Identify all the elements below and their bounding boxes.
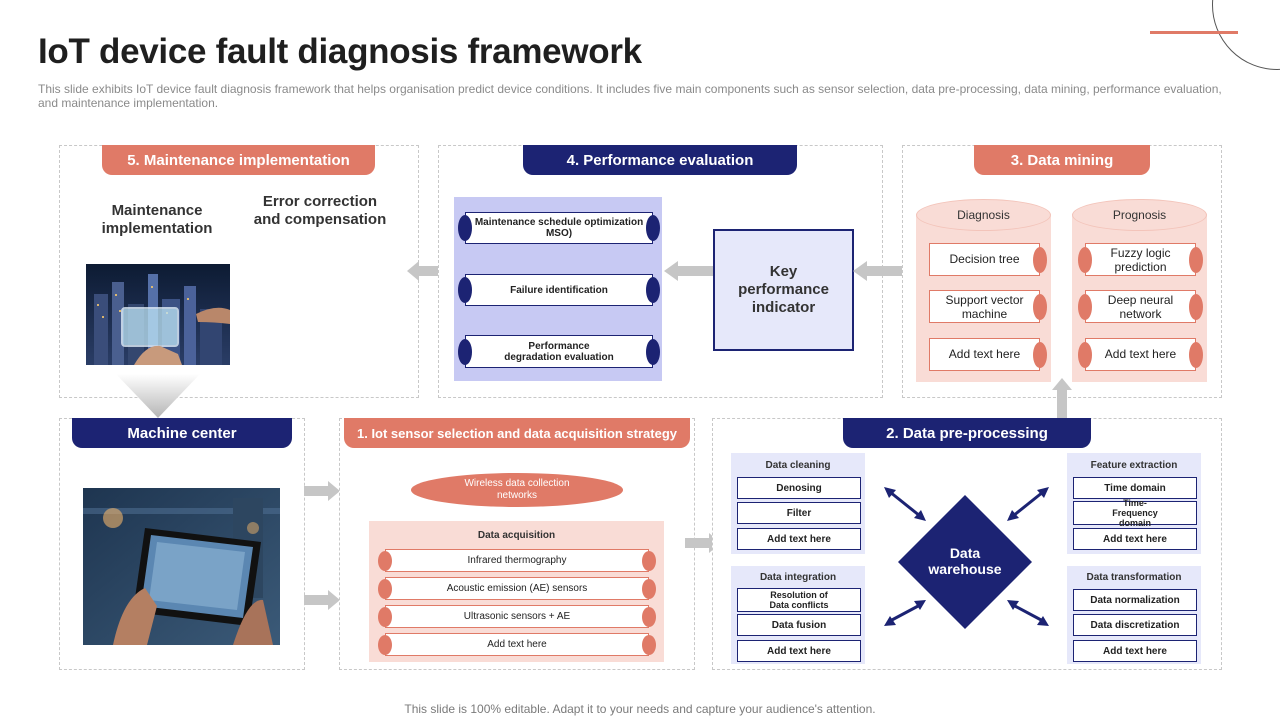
feature-item: Add text here bbox=[1073, 528, 1197, 550]
arrow-cleaning-warehouse bbox=[884, 487, 926, 526]
maintenance-label: Maintenance implementation bbox=[101, 202, 213, 237]
cleaning-item: Denosing bbox=[737, 477, 861, 499]
kpi-box: Key performance indicator bbox=[713, 229, 854, 351]
acquisition-item: Add text here bbox=[378, 633, 656, 656]
diagnosis-item: Support vector machine bbox=[929, 290, 1047, 323]
feature-extraction-title: Feature extraction bbox=[1090, 460, 1178, 471]
wireless-oval: Wireless data collection networks bbox=[411, 473, 623, 507]
acquisition-item: Infrared thermography bbox=[378, 549, 656, 572]
error-correction-label: Error correction and compensation bbox=[253, 193, 387, 228]
performance-header: 4. Performance evaluation bbox=[523, 145, 797, 175]
feature-item: Time domain bbox=[1073, 477, 1197, 499]
transformation-item: Data discretization bbox=[1073, 614, 1197, 636]
cleaning-item: Add text here bbox=[737, 528, 861, 550]
feature-item: Time- Frequency domain bbox=[1073, 498, 1197, 528]
performance-item: Maintenance schedule optimization MSO) bbox=[458, 212, 660, 244]
funnel-arrow bbox=[116, 374, 200, 418]
cleaning-item: Filter bbox=[737, 502, 861, 524]
page-subtitle: This slide exhibits IoT device fault dia… bbox=[38, 82, 1222, 110]
acquisition-item: Ultrasonic sensors + AE bbox=[378, 605, 656, 628]
transformation-item: Data normalization bbox=[1073, 589, 1197, 611]
integration-item: Resolution of Data conflicts bbox=[737, 588, 861, 612]
arrow-integration-warehouse bbox=[884, 600, 926, 631]
maintenance-header: 5. Maintenance implementation bbox=[102, 145, 375, 175]
arrow-kpi-to-items bbox=[664, 261, 714, 281]
data-warehouse-label: Data warehouse bbox=[928, 545, 1002, 577]
data-integration-title: Data integration bbox=[759, 572, 837, 583]
arrow-transformation-warehouse bbox=[1007, 600, 1049, 631]
decorative-line bbox=[1150, 31, 1238, 34]
data-transformation-title: Data transformation bbox=[1086, 572, 1182, 583]
prognosis-cylinder-top bbox=[1072, 199, 1207, 231]
machine-center-header: Machine center bbox=[72, 418, 292, 448]
acquisition-item: Acoustic emission (AE) sensors bbox=[378, 577, 656, 600]
prognosis-title: Prognosis bbox=[1112, 208, 1167, 222]
data-mining-header: 3. Data mining bbox=[974, 145, 1150, 175]
arrow-feature-warehouse bbox=[1007, 487, 1049, 526]
diagnosis-cylinder-top bbox=[916, 199, 1051, 231]
arrow-to-sensor-top bbox=[304, 481, 340, 501]
smart-city-tablet-image bbox=[86, 264, 230, 365]
diagnosis-item: Decision tree bbox=[929, 243, 1047, 276]
arrow-to-sensor-bottom bbox=[304, 590, 340, 610]
performance-item: Failure identification bbox=[458, 274, 660, 306]
arrow-to-performance bbox=[853, 261, 903, 281]
decorative-circle bbox=[1212, 0, 1280, 70]
performance-item: Performance degradation evaluation bbox=[458, 335, 660, 368]
prognosis-item: Add text here bbox=[1078, 338, 1203, 371]
page-title: IoT device fault diagnosis framework bbox=[38, 32, 642, 71]
transformation-item: Add text here bbox=[1073, 640, 1197, 662]
factory-tablet-image bbox=[83, 488, 280, 645]
footer-note: This slide is 100% editable. Adapt it to… bbox=[404, 702, 876, 716]
prognosis-item: Deep neural network bbox=[1078, 290, 1203, 323]
data-warehouse-diamond bbox=[898, 495, 1032, 629]
diagnosis-item: Add text here bbox=[929, 338, 1047, 371]
preprocessing-header: 2. Data pre-processing bbox=[843, 418, 1091, 448]
arrow-to-data-mining bbox=[1052, 378, 1072, 420]
prognosis-item: Fuzzy logic prediction bbox=[1078, 243, 1203, 276]
integration-item: Data fusion bbox=[737, 614, 861, 636]
diagnosis-title: Diagnosis bbox=[957, 208, 1010, 222]
sensor-header: 1. Iot sensor selection and data acquisi… bbox=[344, 418, 690, 448]
integration-item: Add text here bbox=[737, 640, 861, 662]
data-acquisition-title: Data acquisition bbox=[477, 530, 556, 541]
arrow-to-maintenance bbox=[407, 261, 441, 281]
data-cleaning-title: Data cleaning bbox=[765, 460, 831, 471]
